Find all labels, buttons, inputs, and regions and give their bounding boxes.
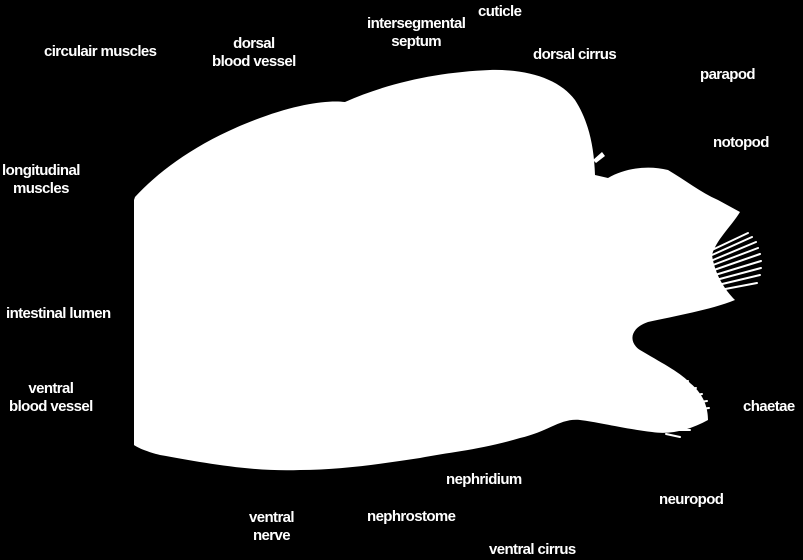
label-neuropod: neuropod (659, 491, 723, 509)
label-notopod: notopod (713, 134, 769, 152)
label-ventral-cirrus: ventral cirrus (489, 541, 576, 559)
label-cuticle: cuticle (478, 3, 521, 21)
label-longitudinal-muscles: longitudinal muscles (2, 162, 80, 198)
label-intersegmental-septum: intersegmental septum (367, 15, 465, 51)
label-chaetae: chaetae (743, 398, 795, 416)
label-parapod: parapod (700, 66, 755, 84)
label-circular-muscles: circulair muscles (44, 43, 156, 61)
label-dorsal-blood-vessel: dorsal blood vessel (212, 35, 296, 71)
label-intestinal-lumen: intestinal lumen (6, 305, 111, 323)
dorsal-cirrus-tip (593, 152, 605, 163)
label-ventral-nerve: ventral nerve (249, 509, 294, 545)
label-nephridium: nephridium (446, 471, 522, 489)
label-ventral-blood-vessel: ventral blood vessel (9, 380, 93, 416)
label-nephrostome: nephrostome (367, 508, 455, 526)
label-dorsal-cirrus: dorsal cirrus (533, 46, 616, 64)
